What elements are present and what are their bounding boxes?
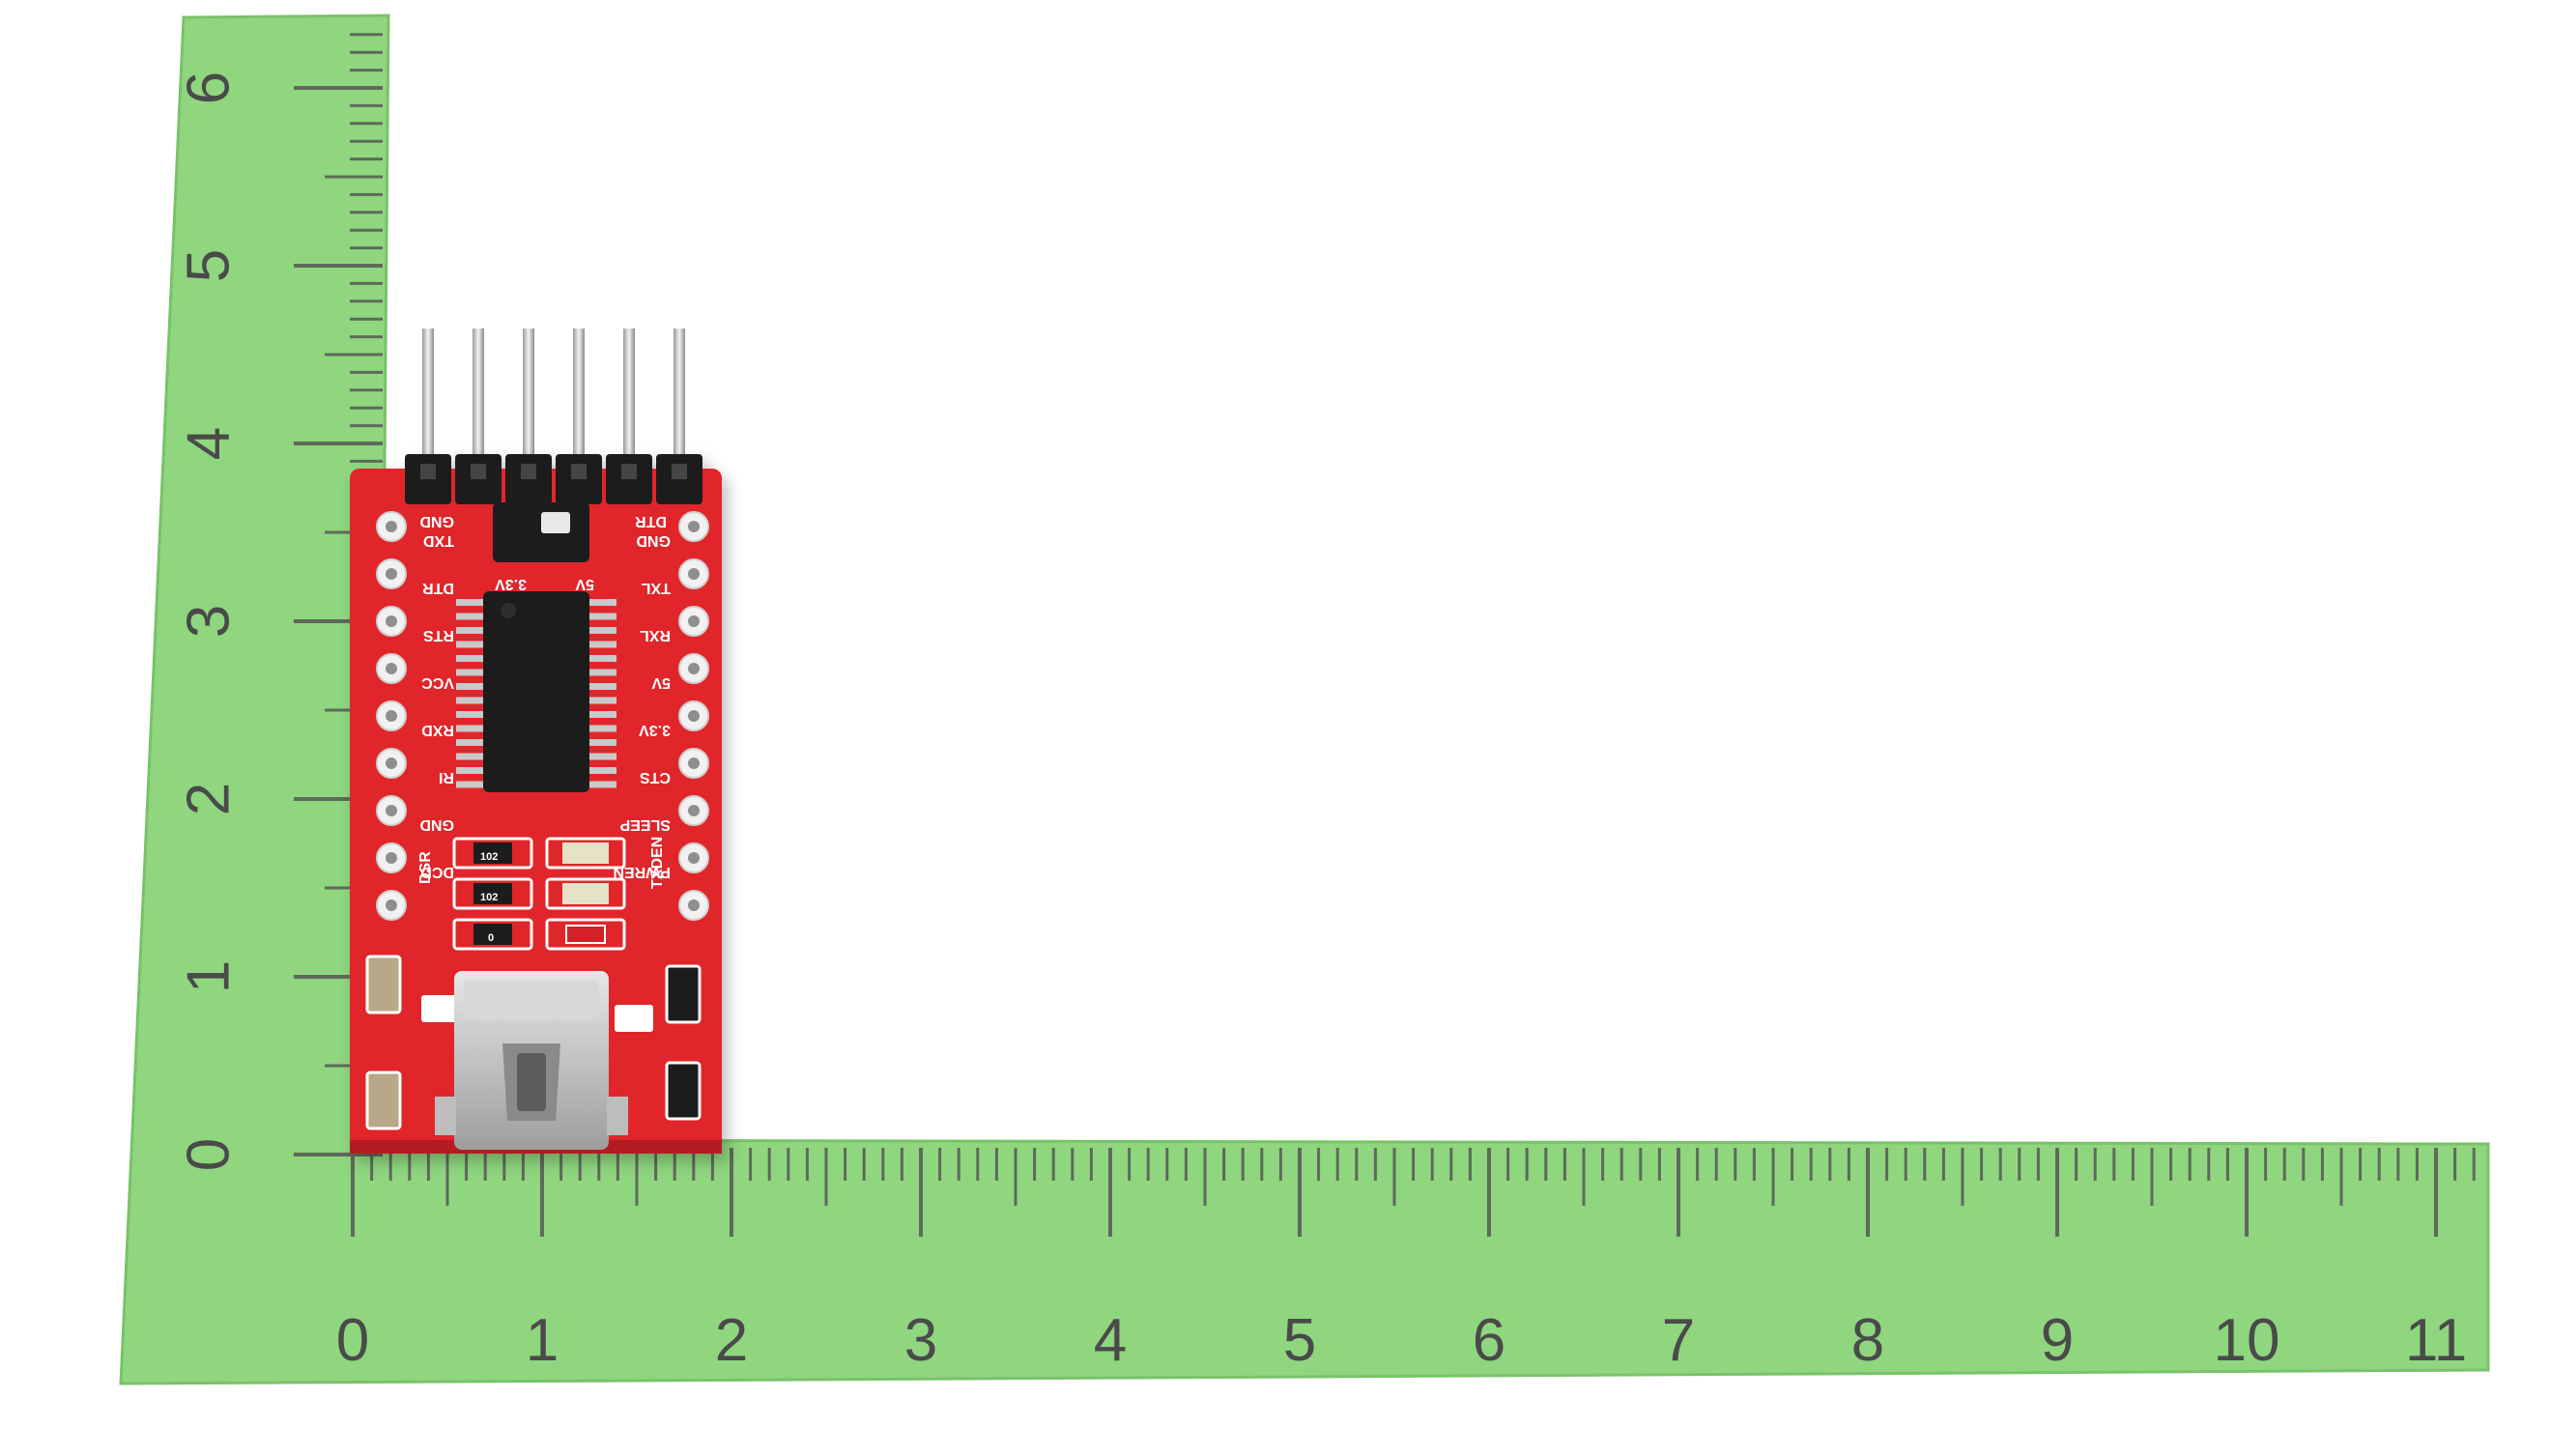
ruler-x-number: 2 (715, 1307, 748, 1374)
header-pin (674, 328, 685, 473)
header-hole (521, 464, 536, 479)
header-hole (471, 464, 486, 479)
misc-labels: DSR TXDEN (417, 837, 666, 889)
header-pin (623, 328, 635, 473)
header-label-gnd: GND (419, 513, 454, 529)
header-pin (473, 328, 484, 473)
resistor-label-3: 0 (488, 932, 494, 944)
left-pin-label: RXD (421, 722, 454, 738)
ruler-x-number: 7 (1662, 1307, 1695, 1374)
ruler-x-number: 3 (904, 1307, 937, 1374)
jumper-label-3v3: 3.3V (495, 576, 527, 592)
ruler-x-number: 5 (1283, 1307, 1316, 1374)
left-pads (376, 511, 407, 921)
left-pin-label: VCC (421, 674, 454, 691)
ruler-x-number: 6 (1473, 1307, 1505, 1374)
left-pin-label: DCD (420, 864, 454, 880)
ruler-y-numbers: 0 1 2 3 4 5 6 (175, 71, 242, 1171)
ruler-y-number: 1 (175, 960, 242, 993)
jumper (493, 502, 589, 562)
ruler-x-number: 11 (2405, 1307, 2467, 1374)
pcb (350, 469, 722, 1153)
right-pin-label: RXL (640, 627, 671, 643)
right-pin-label: SLEEP (619, 816, 671, 833)
resistor-label-1: 102 (480, 851, 498, 863)
ruler-y-number: 6 (175, 71, 242, 104)
header-hole (420, 464, 436, 479)
left-pin-label: TXD (423, 532, 454, 549)
right-pin-label: PWREN (613, 864, 671, 880)
header-labels: GND DTR (419, 513, 667, 529)
ruler-x-number: 8 (1851, 1307, 1884, 1374)
header-pin (422, 328, 434, 473)
header-pins (422, 328, 685, 473)
right-pads (678, 511, 709, 921)
pin-header (405, 454, 702, 504)
left-pin-labels: TXD DTR RTS VCC RXD RI GND DCD (419, 532, 454, 880)
header-hole (571, 464, 587, 479)
right-pin-labels: GND TXL RXL 5V 3.3V CTS SLEEP PWREN (613, 532, 671, 880)
ruler-body (119, 14, 2490, 1385)
header-pin (573, 328, 585, 473)
right-pin-label: 5V (651, 674, 671, 691)
ruler-y-number: 3 (175, 605, 242, 638)
ruler-x-number: 1 (526, 1307, 559, 1374)
ruler-y-number: 2 (175, 783, 242, 815)
left-pin-label: DTR (422, 580, 454, 596)
header-label-dtr: DTR (635, 513, 667, 529)
left-pin-label: RI (439, 769, 454, 785)
jumper-cap (541, 512, 570, 533)
ruler-x-number: 9 (2041, 1307, 2074, 1374)
resistor-labels: 102 102 0 (480, 851, 498, 944)
smd-components (365, 837, 702, 1130)
right-pin-label: GND (636, 532, 671, 549)
header-pin (523, 328, 534, 473)
ruler-y-number: 5 (175, 249, 242, 282)
jumper-labels: 3.3V 5V (495, 576, 594, 592)
right-pin-label: TXL (642, 580, 671, 596)
ftdi-usb-serial-board: TXD DTR RTS VCC RXD RI GND DCD GND TXL RXL 5V 3.3V C… (350, 454, 722, 1154)
mini-usb-connector (435, 971, 628, 1150)
ftdi-chip (456, 591, 616, 792)
ruler-y-number: 0 (175, 1138, 242, 1171)
label-txden: TXDEN (649, 837, 666, 889)
left-pin-label: RTS (423, 627, 454, 643)
label-dsr: DSR (417, 851, 434, 884)
ruler-x-number: 4 (1094, 1307, 1127, 1374)
right-pin-label: 3.3V (639, 722, 671, 738)
ruler-y-number: 4 (175, 427, 242, 460)
ruler-x-number: 10 (2214, 1307, 2280, 1374)
jumper-label-5v: 5V (575, 576, 594, 592)
left-pin-label: GND (419, 816, 454, 833)
header-hole (621, 464, 637, 479)
resistor-label-2: 102 (480, 892, 498, 903)
ruler-x-number: 0 (336, 1307, 369, 1374)
header-hole (672, 464, 687, 479)
right-pin-label: CTS (640, 769, 671, 785)
ruler-x-numbers: 0 1 2 3 4 5 6 7 8 9 10 11 (336, 1307, 2467, 1374)
